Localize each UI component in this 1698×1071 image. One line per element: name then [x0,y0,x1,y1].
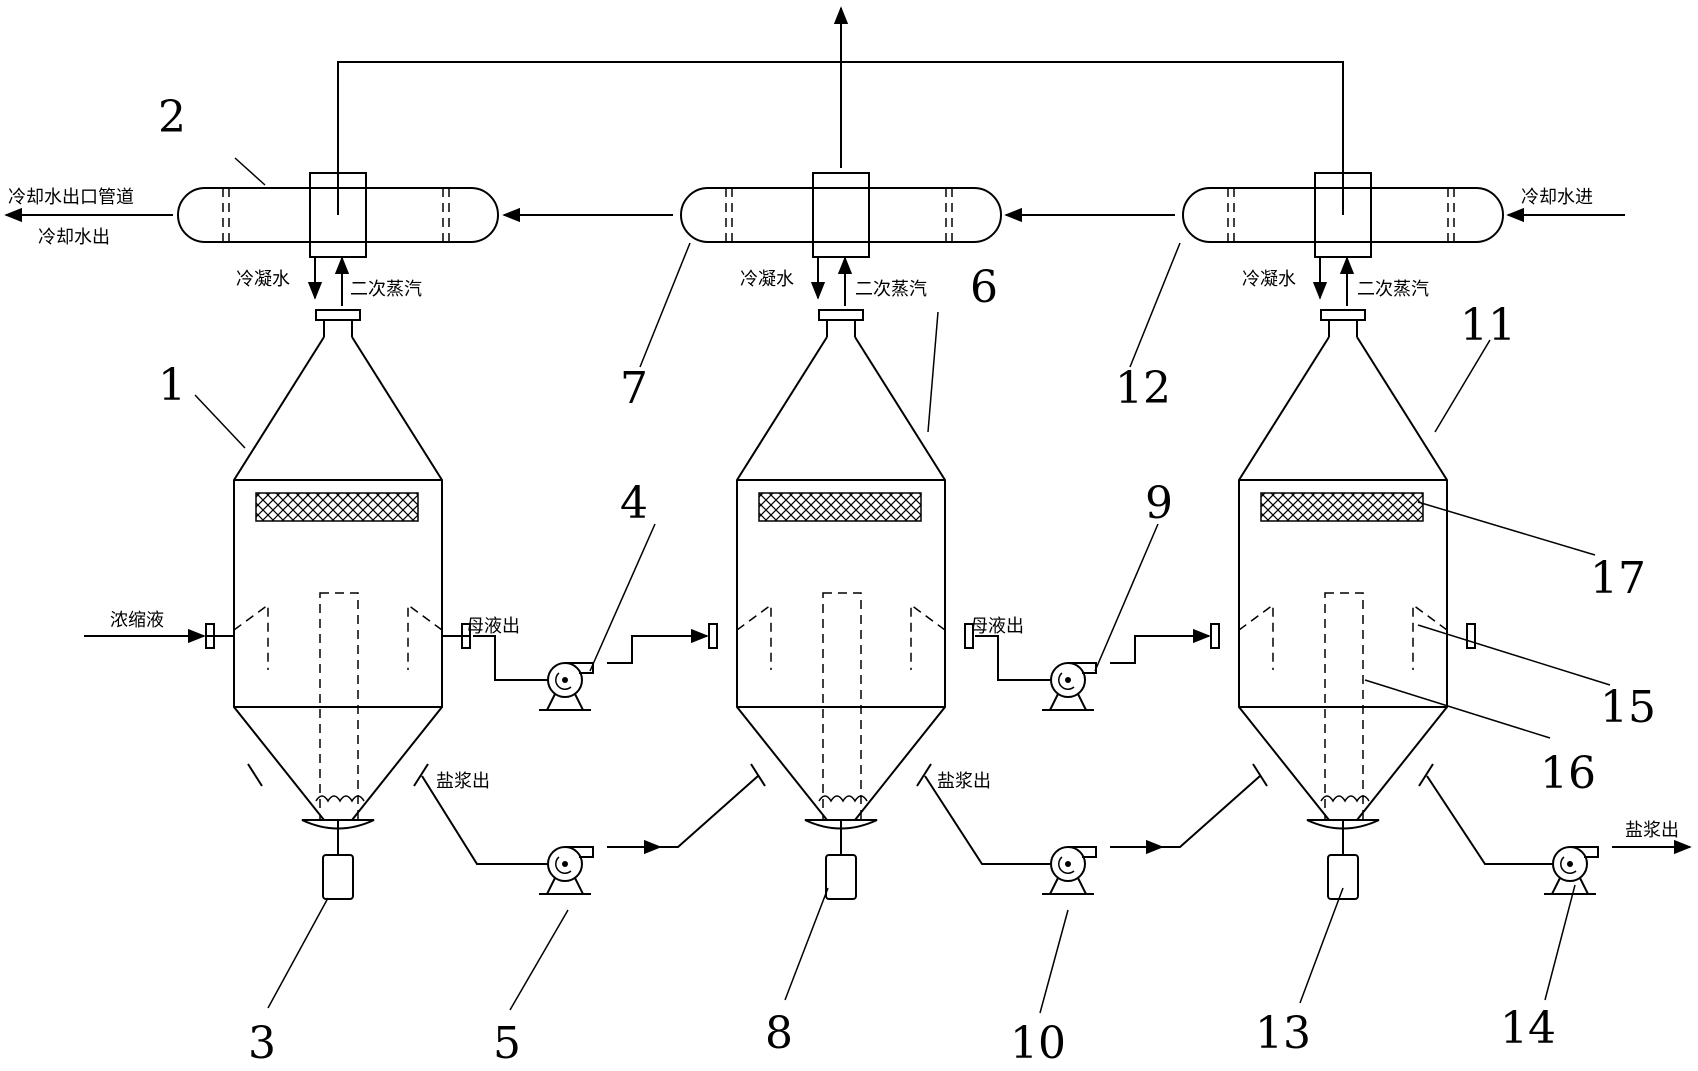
ref-3: 3 [248,1018,276,1069]
ref-10: 10 [1010,1018,1066,1069]
mother-liquor-label-1: 母液出 [466,616,520,637]
salt-slurry-label-14: 盐浆出 [1625,820,1679,841]
condensate-steam-arrows [307,256,1355,306]
pump-5 [538,846,594,895]
salt-slurry-label-1: 盐浆出 [436,771,490,792]
condenser-7 [680,172,1002,258]
salt-slurry-line-6 [924,775,1051,865]
ref-14: 14 [1500,1003,1556,1054]
pump-9 [1041,662,1097,711]
secondary-steam-label-6: 二次蒸汽 [855,279,927,300]
cooling-water-outlet-pipe-label: 冷却水出口管道 [8,187,134,208]
salt-slurry-line-1b [607,775,759,848]
cooling-water-in-label: 冷却水进 [1521,187,1593,208]
ref-1: 1 [158,360,186,411]
condensate-label-11: 冷凝水 [1242,269,1296,290]
ref-8: 8 [765,1008,793,1059]
ref-16: 16 [1540,748,1596,799]
salt-slurry-line-1 [421,775,548,865]
cooling-water-out-label: 冷却水出 [38,227,110,248]
mother-liquor-line-6 [975,635,1051,681]
salt-slurry-line-11 [1426,775,1553,865]
concentrate-label: 浓缩液 [110,610,164,631]
salt-slurry-valves [247,763,1434,787]
ref-5: 5 [493,1018,521,1069]
pump-4 [538,662,594,711]
pump-14 [1543,846,1599,895]
mother-liquor-label-6: 母液出 [970,616,1024,637]
salt-slurry-label-6: 盐浆出 [937,771,991,792]
ref-9: 9 [1145,478,1173,529]
secondary-steam-label-1: 二次蒸汽 [350,279,422,300]
ref-6: 6 [970,262,998,313]
ref-15: 15 [1600,682,1656,733]
salt-slurry-line-6b [1110,775,1261,848]
evaporator-11 [1238,309,1448,900]
evaporator-1 [233,309,443,900]
ref-17: 17 [1590,553,1646,604]
leader-lines [194,157,1611,1014]
condensate-label-6: 冷凝水 [740,269,794,290]
ref-11: 11 [1460,300,1516,351]
evaporator-6 [736,309,946,900]
mother-liquor-line-1 [473,635,548,681]
mother-liquor-line-1b [607,628,709,664]
condensate-label-1: 冷凝水 [236,269,290,290]
ref-4: 4 [620,478,648,529]
ref-2: 2 [158,92,186,143]
secondary-steam-label-11: 二次蒸汽 [1357,279,1429,300]
ref-13: 13 [1255,1008,1311,1059]
ref-7: 7 [620,363,648,414]
ref-12: 12 [1115,363,1171,414]
pump-10 [1041,846,1097,895]
mother-liquor-line-6b [1110,628,1211,664]
side-flanges [205,623,1476,649]
